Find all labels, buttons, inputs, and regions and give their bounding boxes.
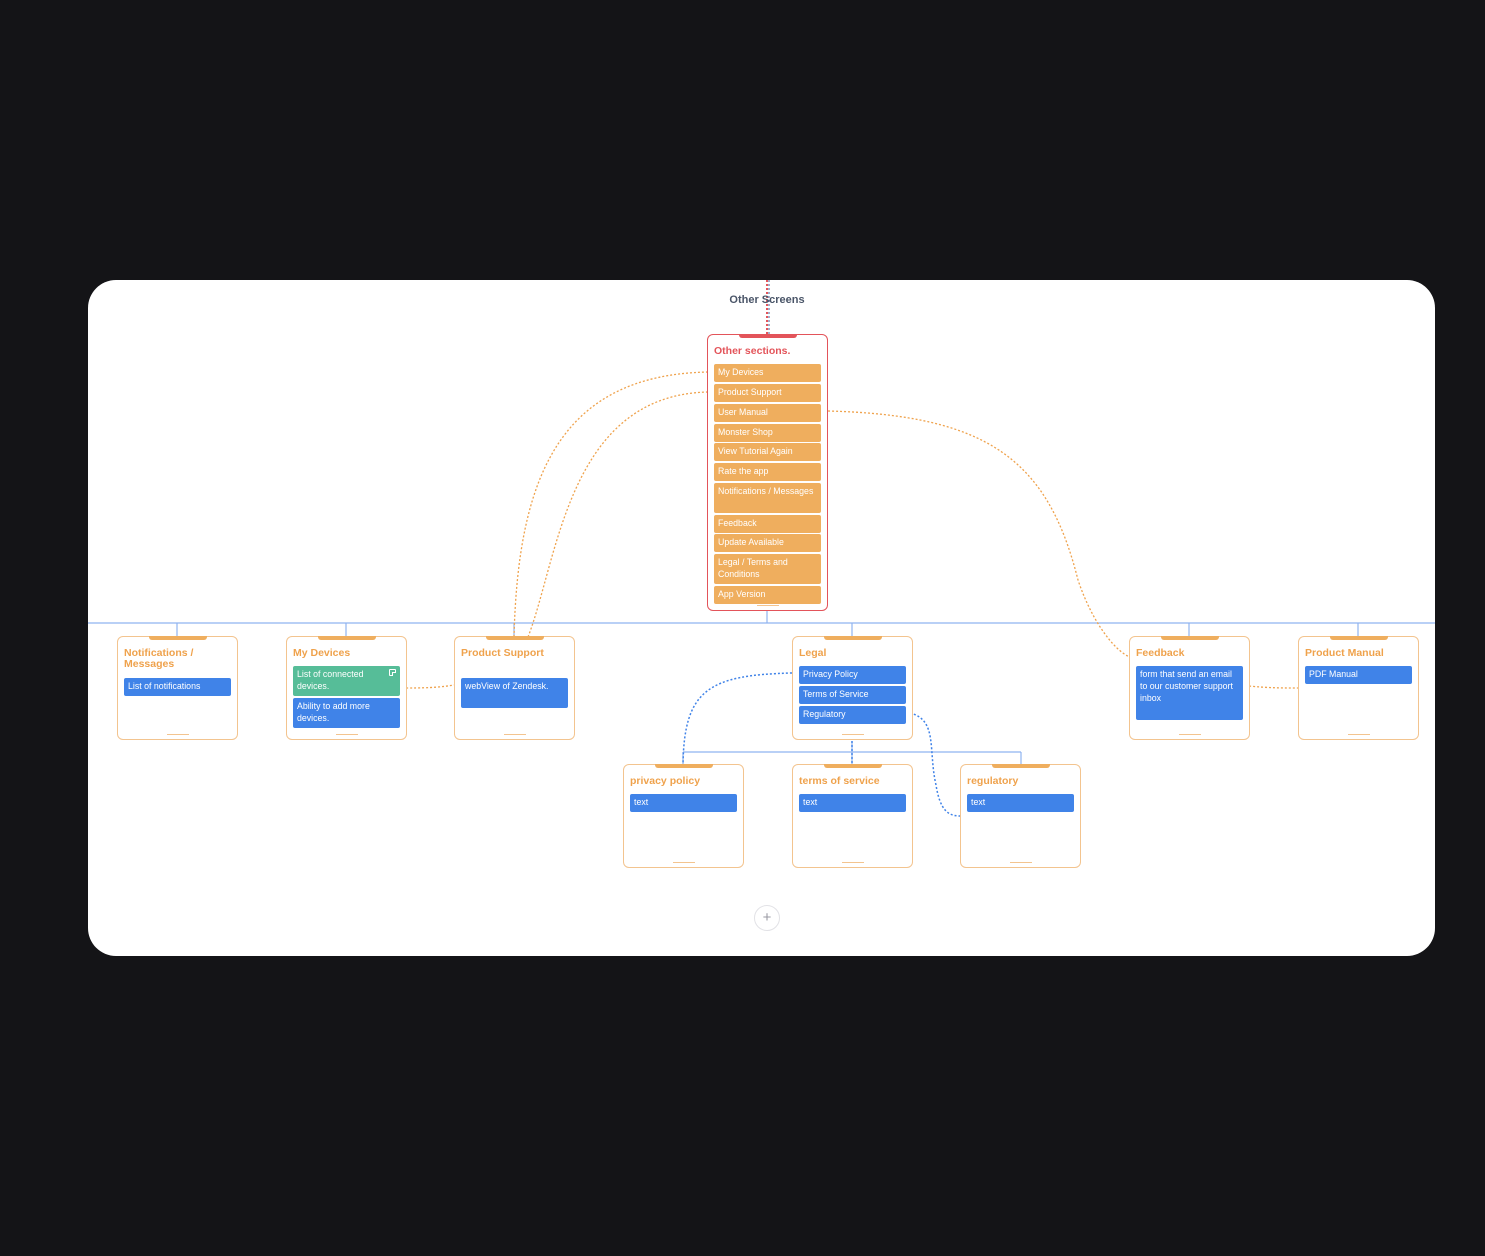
card-footer [672,862,695,863]
link-feedback [827,410,1134,659]
item-label: List of connected devices. [297,669,364,691]
card-footer [1009,862,1032,863]
card-tab [485,636,544,640]
item-zendesk[interactable]: webView of Zendesk. [461,678,568,708]
link-my-devices [513,371,709,638]
card-title: regulatory [967,775,1019,787]
link-devices-support [405,683,461,689]
link-privacy [682,672,793,766]
card-footer [1178,734,1201,735]
item-text[interactable]: text [967,794,1074,812]
item-view-tutorial[interactable]: View Tutorial Again [714,443,821,461]
item-feedback[interactable]: Feedback [714,515,821,533]
item-text[interactable]: text [630,794,737,812]
card-title: My Devices [293,647,351,659]
card-footer [841,862,864,863]
item-monster-shop[interactable]: Monster Shop [714,424,821,442]
item-text[interactable]: text [799,794,906,812]
card-tab [317,636,376,640]
item-list-of-notifications[interactable]: List of notifications [124,678,231,696]
card-tab [991,764,1050,768]
link-product-support [527,391,709,638]
page-title: Other Screens [729,294,805,306]
card-feedback[interactable]: Feedback form that send an email to our … [1129,636,1250,740]
item-rate-app[interactable]: Rate the app [714,463,821,481]
item-my-devices[interactable]: My Devices [714,364,821,382]
item-user-manual[interactable]: User Manual [714,404,821,422]
card-my-devices[interactable]: My Devices List of connected devices. Ab… [286,636,407,740]
card-footer [1347,734,1370,735]
item-terms-of-service[interactable]: Terms of Service [799,686,906,704]
item-feedback-form[interactable]: form that send an email to our customer … [1136,666,1243,720]
card-product-manual[interactable]: Product Manual PDF Manual [1298,636,1419,740]
card-footer [841,734,864,735]
card-title: Other sections. [714,345,791,357]
card-tab [654,764,713,768]
card-legal[interactable]: Legal Privacy Policy Terms of Service Re… [792,636,913,740]
item-notifications[interactable]: Notifications / Messages [714,483,821,513]
card-title: Notifications / Messages [124,647,194,670]
card-title: Product Manual [1305,647,1384,659]
note-icon[interactable] [389,669,396,676]
card-tab [823,636,882,640]
item-pdf-manual[interactable]: PDF Manual [1305,666,1412,684]
add-button[interactable]: + [754,905,780,931]
item-add-devices[interactable]: Ability to add more devices. [293,698,400,728]
connectors [88,280,1435,817]
card-title: privacy policy [630,775,701,787]
link-regulatory [909,712,961,817]
card-footer [503,734,526,735]
item-legal[interactable]: Legal / Terms and Conditions [714,554,821,584]
item-update-available[interactable]: Update Available [714,534,821,552]
item-app-version[interactable]: App Version [714,586,821,604]
item-privacy-policy[interactable]: Privacy Policy [799,666,906,684]
card-tab [1329,636,1388,640]
card-tab [148,636,207,640]
diagram-canvas: Other Screens Other sections. My Devices… [88,280,1435,956]
item-connected-devices[interactable]: List of connected devices. [293,666,400,696]
card-title: Product Support [461,647,544,659]
item-product-support[interactable]: Product Support [714,384,821,402]
item-regulatory[interactable]: Regulatory [799,706,906,724]
card-footer [756,605,779,606]
card-title: Legal [799,647,827,659]
card-tab [823,764,882,768]
card-footer [166,734,189,735]
card-notifications[interactable]: Notifications / Messages List of notific… [117,636,238,740]
card-other-sections[interactable]: Other sections. My Devices Product Suppo… [707,334,828,611]
card-title: terms of service [799,775,880,787]
card-title: Feedback [1136,647,1185,659]
card-terms-of-service[interactable]: terms of service text [792,764,913,868]
card-tab [1160,636,1219,640]
card-footer [335,734,358,735]
card-regulatory[interactable]: regulatory text [960,764,1081,868]
card-product-support[interactable]: Product Support webView of Zendesk. [454,636,575,740]
card-privacy-policy[interactable]: privacy policy text [623,764,744,868]
link-feedback-manual [1248,685,1301,689]
card-tab [738,334,797,338]
